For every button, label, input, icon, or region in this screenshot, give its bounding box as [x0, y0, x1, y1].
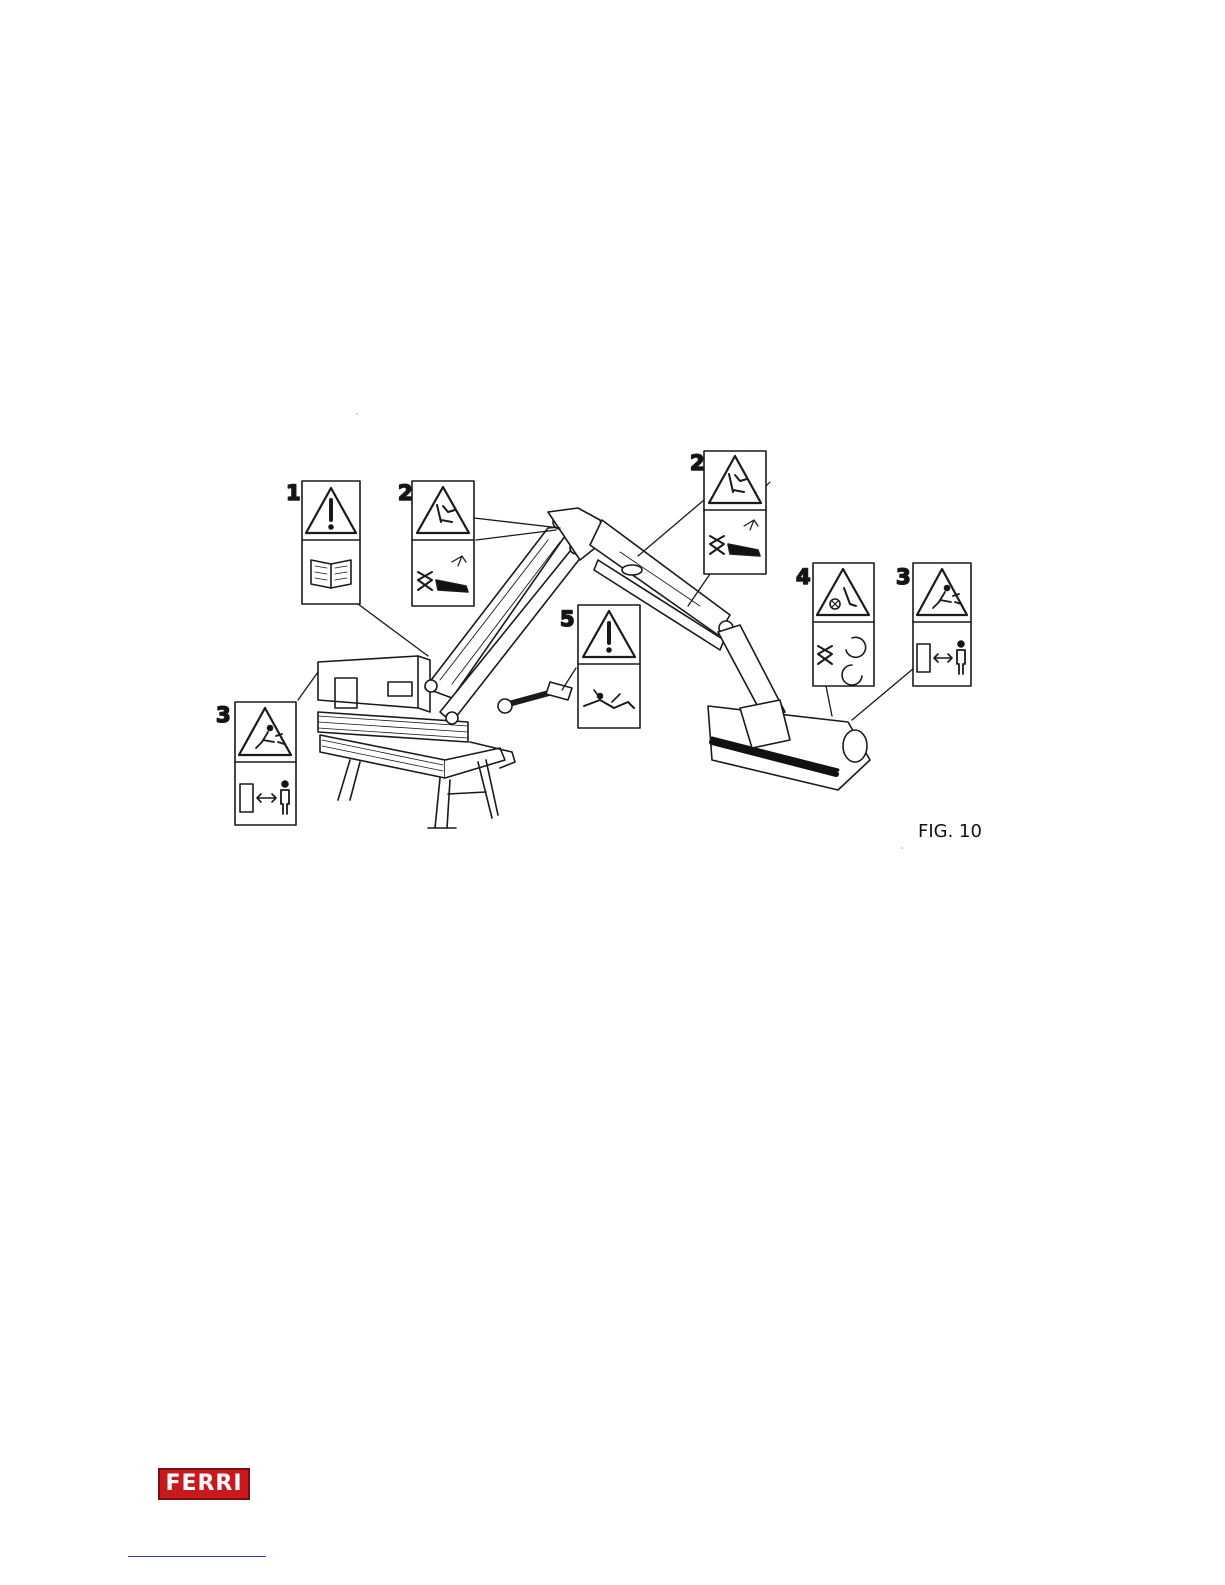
machine-base [318, 656, 515, 828]
book-icon [311, 560, 351, 588]
label-number-3b: 3 [896, 565, 911, 589]
safety-label-2b: 2 [690, 451, 770, 574]
safety-label-5: 5 [560, 605, 640, 728]
safety-label-1: 1 [286, 481, 360, 604]
footer-rule [128, 1556, 266, 1557]
safety-label-4: 4 [796, 563, 874, 686]
machine-pto-shaft [498, 682, 572, 713]
label-number-5: 5 [560, 607, 575, 631]
label-number-3a: 3 [216, 703, 231, 727]
label-number-2b: 2 [690, 451, 705, 475]
label-number-4: 4 [796, 565, 811, 589]
logo-text: FERRI [165, 1473, 242, 1495]
ferri-logo: FERRI [158, 1468, 250, 1500]
label-number-2a: 2 [398, 481, 413, 505]
safety-label-3b: 3 [896, 563, 971, 686]
safety-label-3a: 3 [216, 702, 296, 825]
safety-label-2a: 2 [398, 481, 474, 606]
label-number-1: 1 [286, 481, 301, 505]
figure-caption: FIG. 10 [918, 821, 982, 842]
machine-cutting-head [708, 700, 870, 790]
